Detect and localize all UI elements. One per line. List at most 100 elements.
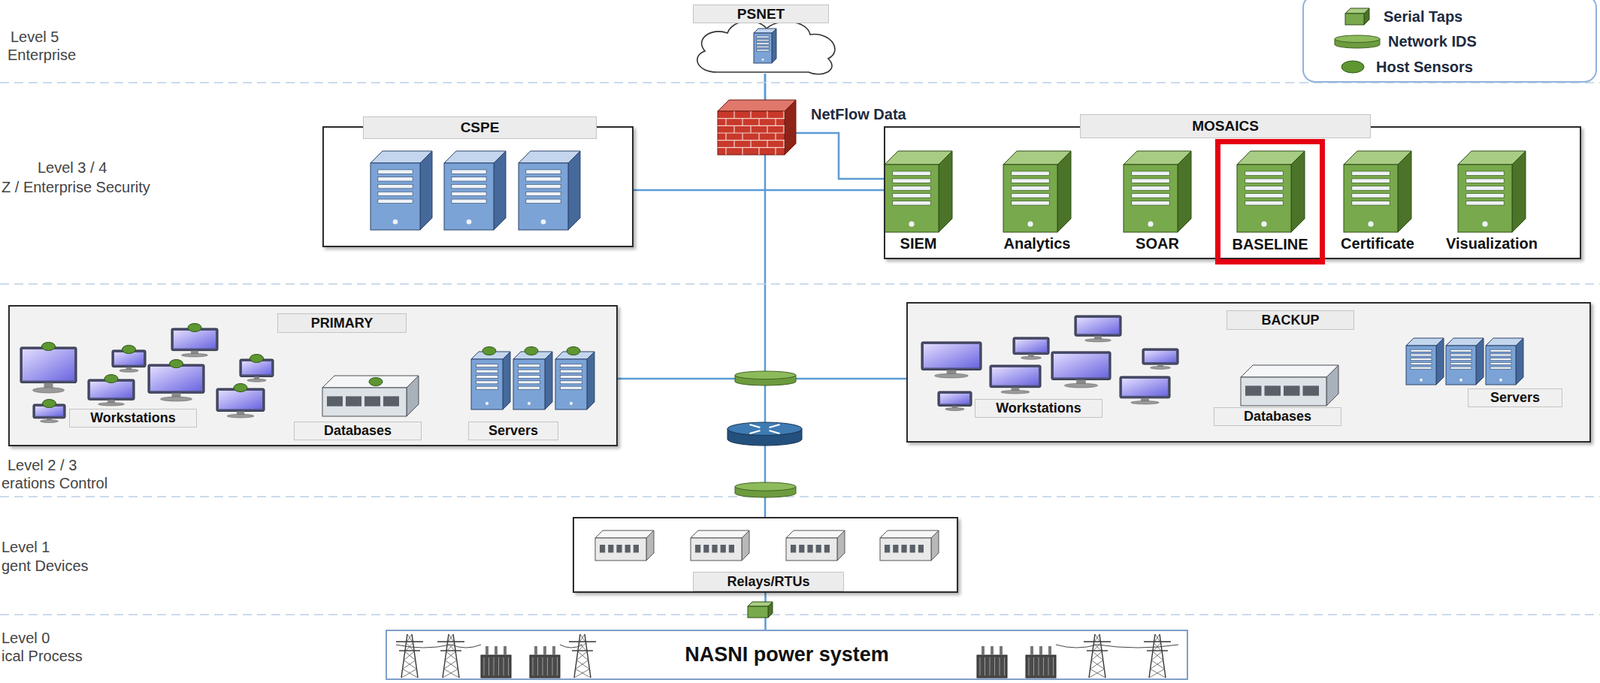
drive-bay	[559, 369, 582, 373]
process-band: NASNI power system	[385, 629, 1189, 681]
cooling-fin	[1043, 657, 1044, 676]
workstation-icon	[921, 341, 982, 379]
drive-bay	[756, 49, 770, 52]
tower-brace	[446, 651, 457, 661]
server-icon	[518, 151, 581, 230]
monitor-base	[1064, 383, 1098, 388]
monitor-frame	[921, 341, 982, 370]
cooling-fin	[1048, 657, 1050, 676]
brick-joint	[750, 140, 751, 149]
box-fill	[385, 629, 1189, 681]
monitor-frame	[989, 365, 1041, 388]
tower-brace	[578, 634, 585, 644]
disk-edge	[727, 429, 729, 440]
monitor-frame	[1051, 351, 1111, 380]
disk-top	[734, 371, 796, 380]
drive-bay	[1490, 353, 1512, 357]
slot	[807, 544, 813, 554]
tower-brace	[1092, 643, 1101, 653]
brick-joint	[733, 111, 735, 119]
bushing	[1039, 646, 1043, 656]
monitor-base	[247, 378, 267, 382]
server-side	[771, 28, 777, 64]
tower-brace	[1152, 651, 1164, 661]
level-divider	[0, 496, 1600, 498]
box-top	[322, 375, 419, 388]
server-side	[502, 351, 511, 410]
slot	[711, 544, 717, 554]
slot	[616, 544, 622, 554]
workstation-icon	[20, 347, 77, 394]
monitor-base	[1085, 338, 1112, 342]
relay-icon	[690, 530, 750, 561]
drive-bay	[1450, 353, 1472, 357]
monitor-screen	[241, 361, 272, 375]
server-icon	[1343, 151, 1412, 233]
power-line	[396, 644, 451, 648]
firewall-side	[784, 99, 796, 155]
power-button	[569, 402, 573, 406]
tower-brace	[402, 660, 416, 670]
connector-label: NetFlow Data	[809, 105, 908, 124]
group-box: MOSAICSSIEMAnalyticsSOARBASELINECertific…	[883, 126, 1582, 260]
tower-arm	[1083, 641, 1111, 642]
drive-bay	[1410, 358, 1432, 361]
power-button	[485, 402, 489, 406]
server-front	[884, 164, 939, 233]
slot	[345, 396, 362, 406]
legend-label: Network IDS	[1388, 33, 1477, 51]
tower-arm	[396, 641, 424, 642]
relay-icon	[595, 530, 654, 561]
tower-brace	[1150, 668, 1166, 678]
monitor-screen	[1015, 339, 1047, 353]
bushing	[494, 646, 498, 656]
server-front	[444, 163, 494, 230]
cooling-fin	[1052, 657, 1054, 676]
drive-bay	[475, 369, 498, 373]
tower-brace	[405, 651, 416, 661]
workstation-icon	[216, 388, 265, 418]
box-side	[768, 601, 773, 618]
drive-bay	[1450, 366, 1472, 369]
brick-joint	[717, 147, 785, 149]
drive-bay	[1245, 171, 1283, 176]
server-side	[420, 151, 433, 230]
cooling-fin	[547, 657, 548, 676]
server-side	[544, 351, 553, 410]
cooling-fin	[537, 657, 539, 676]
power-button	[541, 219, 547, 225]
server-side	[1436, 338, 1444, 385]
level-label: erations Control	[1, 474, 108, 493]
server-front	[1343, 164, 1398, 233]
drive-bay	[1131, 186, 1170, 191]
drive-bay	[475, 375, 498, 379]
tower-arm	[440, 650, 462, 651]
drive-bay	[378, 169, 413, 174]
drive-bay	[1351, 171, 1390, 176]
server-front	[1123, 164, 1178, 233]
drive-bay	[1131, 193, 1170, 198]
host-sensor	[187, 323, 202, 333]
box-side	[1364, 8, 1370, 25]
tower-arm	[1086, 650, 1108, 651]
drive-bay	[1466, 178, 1504, 183]
level-label: Level 0	[1, 629, 51, 648]
tower-brace	[1093, 634, 1100, 644]
box-side	[1326, 365, 1339, 406]
monitor-base	[1131, 401, 1160, 405]
tower-brace	[403, 651, 415, 661]
transmission-tower	[1083, 634, 1111, 678]
transformer	[480, 646, 512, 678]
drive-bay	[892, 201, 931, 206]
slot	[728, 544, 735, 554]
tower-brace	[448, 634, 455, 644]
tower-arm	[399, 650, 421, 651]
monitor-base	[39, 420, 58, 424]
group-box: BACKUPWorkstationsDatabasesServers	[906, 302, 1591, 443]
drive-bay	[517, 381, 540, 385]
server-front	[370, 163, 421, 230]
box-top	[690, 530, 750, 539]
transmission-tower	[437, 634, 465, 678]
box-side	[741, 530, 750, 561]
drive-bay	[1466, 193, 1504, 198]
